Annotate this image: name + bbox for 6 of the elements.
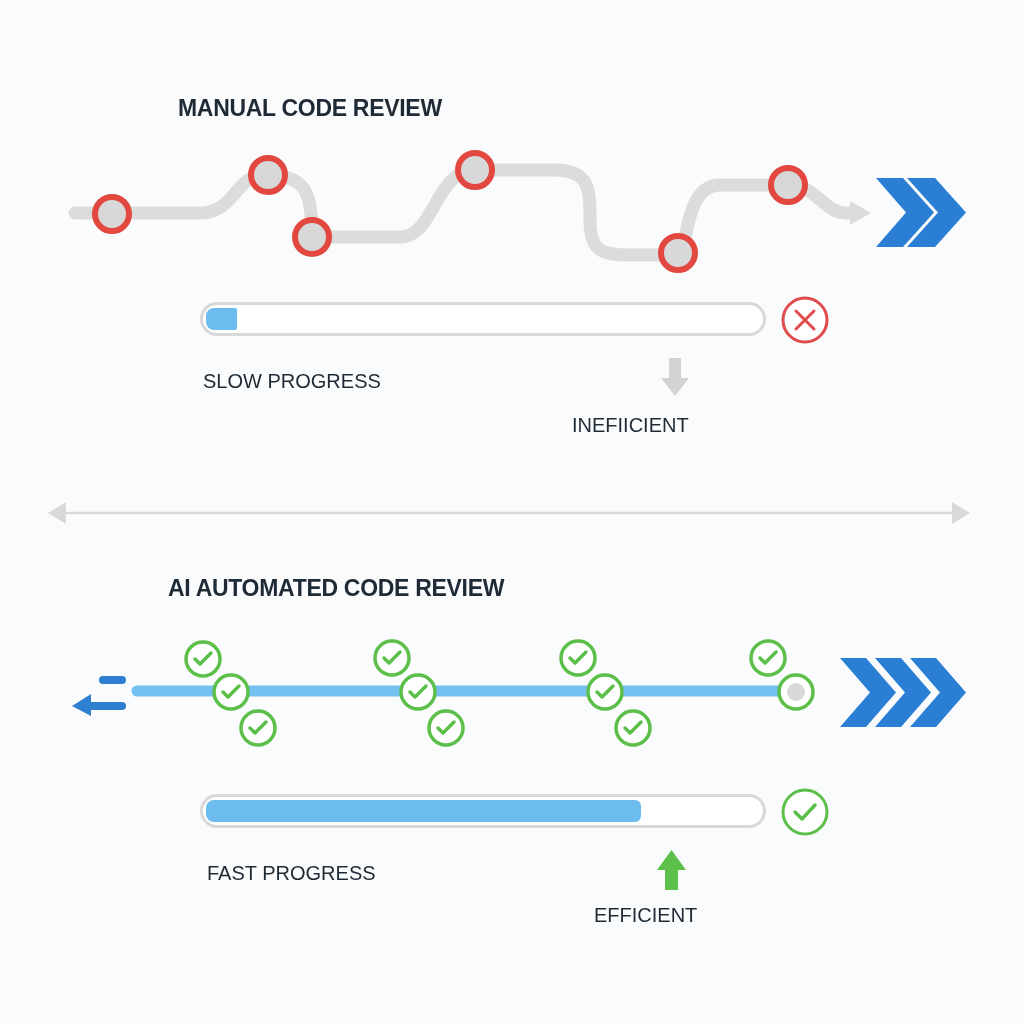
section-heading: MANUAL CODE REVIEW: [178, 95, 442, 122]
status-caption: FAST PROGRESS: [207, 862, 376, 885]
status-caption: EFFICIENT: [594, 904, 698, 927]
status-caption: INEFIICIENT: [572, 414, 689, 437]
section-heading: AI AUTOMATED CODE REVIEW: [168, 575, 505, 602]
status-caption: SLOW PROGRESS: [203, 370, 381, 393]
